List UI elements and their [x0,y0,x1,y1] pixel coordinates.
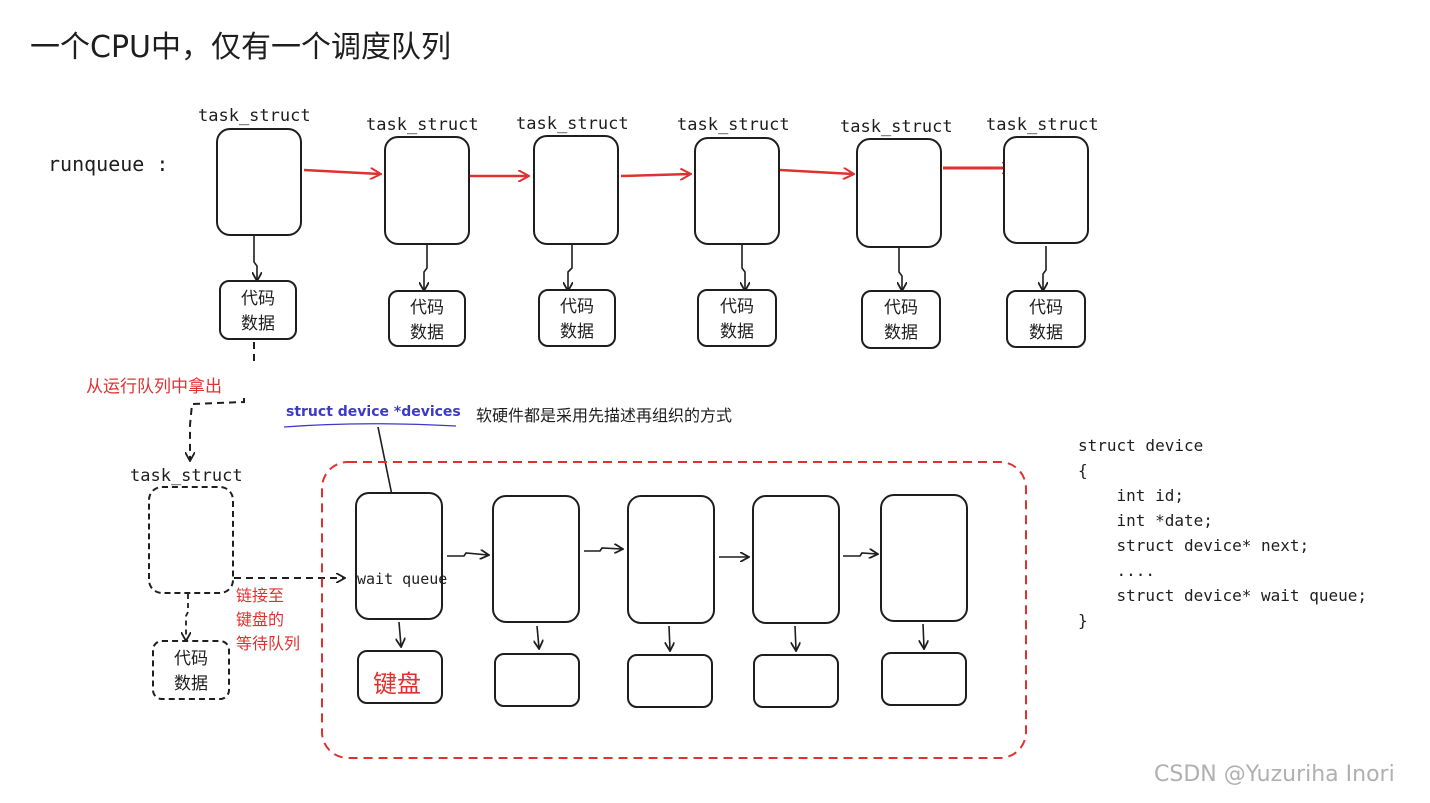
task-struct-box [1003,136,1089,244]
device-down-arrow-2 [537,625,539,648]
struct-device-code: struct device { int id; int *date; struct… [1078,433,1367,633]
device-data-box [627,654,713,708]
keyboard-label: 键盘 [373,670,421,698]
task-struct-label: task_struct [198,106,311,126]
task-struct-box [533,135,619,245]
down-arrow-2 [424,245,427,290]
device-down-arrow-5 [923,623,924,648]
down-arrow-6 [1043,246,1046,290]
task-struct-box [694,137,780,245]
code-label: 代码 [410,298,444,318]
task-struct-label: task_struct [677,115,790,135]
runqueue-link-arrow-1 [303,170,380,174]
code-line: struct device [1078,436,1204,455]
take-out-label: 从运行队列中拿出 [86,377,222,397]
down-arrow-5 [899,248,902,290]
code-line: int *date; [1078,511,1213,530]
data-label: 数据 [1029,323,1063,343]
code-line: { [1078,461,1088,480]
runqueue-link-arrow-4 [779,170,853,174]
device-data-box [881,652,967,706]
dequeued-code-data-box: 代码 数据 [152,640,230,700]
page-title: 一个CPU中，仅有一个调度队列 [30,30,451,65]
data-label: 数据 [560,322,594,342]
task-struct-box [384,136,470,245]
code-data-box: 代码 数据 [388,290,466,347]
device-box [752,495,840,624]
down-arrow-1 [254,236,257,280]
data-label: 数据 [720,322,754,342]
code-label: 代码 [720,297,754,317]
watermark: CSDN @Yuzuriha Inori [1154,762,1395,787]
data-label: 数据 [241,314,275,334]
code-label: 代码 [884,298,918,318]
code-data-box: 代码 数据 [538,289,616,347]
code-line: struct device* next; [1078,536,1310,555]
describe-organize-note: 软硬件都是采用先描述再组织的方式 [476,406,733,425]
data-label: 数据 [174,674,208,694]
code-data-box: 代码 数据 [861,290,941,349]
code-data-box: 代码 数据 [697,289,777,347]
device-link-arrow-4 [843,553,877,556]
task-struct-label: task_struct [130,466,243,486]
data-label: 数据 [410,323,444,343]
code-line: struct device* wait queue; [1078,586,1367,605]
code-line: } [1078,611,1088,630]
down-arrow-3 [568,245,572,290]
code-line: .... [1078,561,1156,580]
runqueue-link-arrow-3 [620,174,690,176]
runqueue-label: runqueue : [48,152,169,176]
device-data-box [753,654,839,708]
device-box [880,494,968,622]
wait-queue-label: wait queue [357,570,448,588]
link-note: 链接至 键盘的 等待队列 [236,586,301,653]
code-label: 代码 [560,297,594,317]
keyboard-box: 键盘 [357,650,443,704]
code-label: 代码 [241,289,275,309]
device-data-box [494,653,580,707]
take-out-dashed-arrow [190,342,255,460]
devices-pointer-label: struct device *devices [286,404,461,420]
device-down-arrow-1 [399,621,401,646]
code-label: 代码 [174,649,208,669]
dequeued-task-struct-box [148,486,234,594]
down-arrow-4 [742,245,745,290]
device-link-arrow-2 [584,548,622,551]
code-line: int id; [1078,486,1184,505]
device-down-arrow-3 [669,625,670,650]
device-box [627,495,715,624]
task-struct-label: task_struct [840,117,953,137]
device-link-arrow-1 [447,553,488,556]
dashed-down-arrow [186,594,188,640]
code-label: 代码 [1029,298,1063,318]
task-struct-box [216,128,302,236]
pointer-underline [283,423,457,428]
device-down-arrow-4 [795,625,796,650]
data-label: 数据 [884,323,918,343]
task-struct-label: task_struct [516,114,629,134]
code-data-box: 代码 数据 [1006,290,1086,348]
task-struct-label: task_struct [986,115,1099,135]
device-box [492,495,580,623]
task-struct-box [856,138,942,248]
device-group-border [321,461,1027,759]
task-struct-label: task_struct [366,115,479,135]
keyboard-device-box: wait queue [355,492,447,620]
code-data-box: 代码 数据 [219,280,297,340]
